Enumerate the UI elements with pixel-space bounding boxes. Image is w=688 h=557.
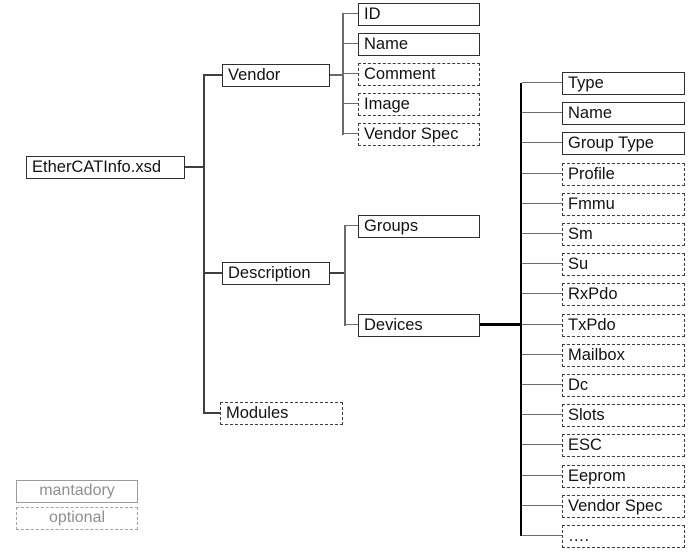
node-device-type: Type (562, 72, 685, 95)
connector-stub-name (342, 43, 358, 45)
legend-mandatory-box: mantadory (16, 480, 138, 503)
node-device-group-type: Group Type (562, 132, 685, 155)
connector-stub-dc (522, 384, 562, 386)
node-device-fmmu: Fmmu (562, 193, 685, 216)
node-device-dc: Dc (562, 374, 685, 397)
connector-devices-trunk (520, 83, 522, 536)
connector-stub-image (342, 103, 358, 105)
node-description: Description (222, 262, 330, 285)
connector-stub-rxpdo (522, 293, 562, 295)
node-vendor-comment: Comment (358, 63, 480, 86)
node-device-sm: Sm (562, 223, 685, 246)
connector-stub-groups (344, 225, 358, 227)
node-device-mailbox: Mailbox (562, 344, 685, 367)
connector-stub-fmmu (522, 203, 562, 205)
connector-stub-id (342, 13, 358, 15)
node-device-profile: Profile (562, 163, 685, 186)
node-device-su: Su (562, 253, 685, 276)
connector-description-feeder (330, 272, 344, 274)
node-device-name: Name (562, 102, 685, 125)
node-device-eeprom: Eeprom (562, 465, 685, 488)
node-vendor-name: Name (358, 33, 480, 56)
connector-stub-comment (342, 73, 358, 75)
connector-description-trunk (344, 226, 346, 326)
connector-stub-type (522, 82, 562, 84)
connector-stub-vendor-spec (342, 133, 358, 135)
node-vendor-id: ID (358, 3, 480, 26)
node-vendor-image: Image (358, 93, 480, 116)
node-device-esc: ESC (562, 434, 685, 457)
node-device-rxpdo: RxPdo (562, 283, 685, 306)
connector-devices-feeder (480, 323, 520, 326)
node-device-slots: Slots (562, 404, 685, 427)
connector-stub-slots (522, 414, 562, 416)
connector-stub-txpdo (522, 324, 562, 326)
node-groups: Groups (358, 215, 480, 238)
connector-stub-mailbox (522, 354, 562, 356)
node-vendor: Vendor (222, 64, 330, 87)
connector-main-trunk (203, 75, 205, 414)
node-vendor-vendor-spec: Vendor Spec (358, 123, 480, 146)
connector-stub-modules (203, 412, 220, 414)
connector-stub-devices (344, 324, 358, 326)
node-devices: Devices (358, 314, 480, 337)
legend-optional-box: optional (16, 507, 138, 530)
connector-stub-device-name (522, 112, 562, 114)
node-device-vendor-spec: Vendor Spec (562, 495, 685, 518)
connector-root-feeder (185, 166, 203, 168)
connector-stub-vendor (203, 74, 222, 76)
connector-vendor-trunk (342, 14, 344, 135)
node-device-txpdo: TxPdo (562, 314, 685, 337)
connector-stub-esc (522, 444, 562, 446)
connector-stub-su (522, 263, 562, 265)
node-device-more: …. (562, 525, 685, 548)
connector-stub-description (203, 272, 222, 274)
connector-stub-profile (522, 173, 562, 175)
connector-stub-sm (522, 233, 562, 235)
connector-stub-eeprom (522, 475, 562, 477)
node-modules: Modules (220, 402, 343, 425)
connector-stub-more (522, 535, 562, 537)
connector-stub-device-vendor-spec (522, 505, 562, 507)
connector-stub-group-type (522, 142, 562, 144)
connector-vendor-feeder (330, 74, 342, 76)
node-ethercatinfo-root: EtherCATInfo.xsd (26, 156, 185, 179)
